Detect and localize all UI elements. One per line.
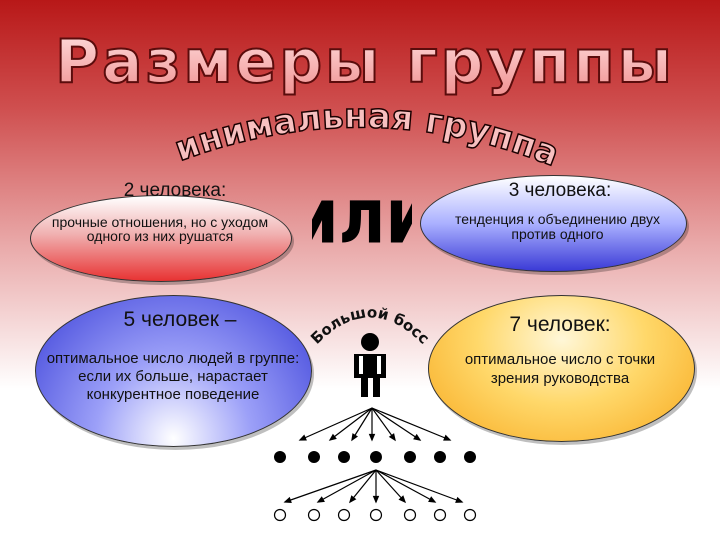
boss-arrow-head (388, 433, 396, 442)
card-five-shape (35, 295, 312, 447)
lower-arrow-head (372, 495, 380, 504)
card-five-text: оптимальное число людей в группе: если и… (46, 350, 300, 403)
lower-arrows (283, 469, 464, 504)
lower-arrow-head (349, 495, 357, 504)
lower-arrow (284, 469, 377, 503)
boss-arrow-head (351, 433, 358, 442)
subordinate-circle (273, 508, 287, 522)
boss-arrow-head (298, 434, 307, 441)
slide-title-text: Размеры группы (55, 27, 675, 97)
lower-arrow (349, 469, 377, 503)
card-two-heading: 2 человека: (123, 180, 227, 201)
boss-arrow (299, 407, 373, 441)
card-seven-shape (428, 295, 695, 442)
subordinate-circle (433, 508, 447, 522)
lower-arrow (375, 469, 406, 503)
lower-arrow-head (283, 496, 292, 504)
subtitle: минимальная группа: (150, 90, 565, 175)
boss-arrow-head (328, 433, 337, 441)
subordinate-row-empty (273, 508, 477, 522)
lower-arrow-head (428, 496, 437, 503)
boss-arrow (371, 407, 421, 441)
card-seven-heading: 7 человек: (509, 313, 611, 336)
subordinate-dot (370, 451, 382, 463)
lower-arrow-head (316, 496, 325, 503)
boss-arrow (351, 407, 373, 441)
subordinate-circle (463, 508, 477, 522)
subordinate-circle (403, 508, 417, 522)
card-five-heading: 5 человек – (123, 308, 237, 331)
lower-arrow (317, 469, 377, 503)
subordinate-row-filled (274, 451, 476, 463)
boss-figure-icon (354, 333, 386, 397)
subordinate-dot (434, 451, 446, 463)
card-three-text: тенденция к объединению двух против одно… (454, 211, 661, 242)
boss-arrow-head (368, 433, 376, 442)
subordinate-circle (369, 508, 383, 522)
or-word-text: или (312, 180, 412, 255)
subordinate-circle (307, 508, 321, 522)
boss-arrow (371, 407, 396, 441)
boss-arrow-head (413, 433, 422, 441)
subordinate-dot (464, 451, 476, 463)
card-two-text: прочные отношения, но с уходом одного из… (51, 214, 269, 244)
lower-arrow (375, 469, 463, 503)
card-three-shape (420, 175, 687, 272)
lower-arrow (375, 469, 436, 503)
subordinate-dot (404, 451, 416, 463)
or-word: или (312, 180, 412, 255)
subordinate-dot (308, 451, 320, 463)
boss-arrow (329, 407, 373, 441)
boss-arrow-head (443, 434, 452, 441)
card-two-shape (30, 195, 292, 282)
subordinate-circle (337, 508, 351, 522)
subordinate-dot (338, 451, 350, 463)
slide-title: Размеры группы (54, 26, 675, 98)
card-three-heading: 3 человека: (508, 180, 612, 201)
card-seven-text: оптимальное число с точки зрения руковод… (464, 351, 656, 387)
boss-arrows (298, 407, 452, 442)
lower-arrow-head (455, 496, 464, 503)
boss-arrow (371, 407, 451, 441)
subordinate-dot (274, 451, 286, 463)
lower-arrow-head (398, 495, 407, 504)
